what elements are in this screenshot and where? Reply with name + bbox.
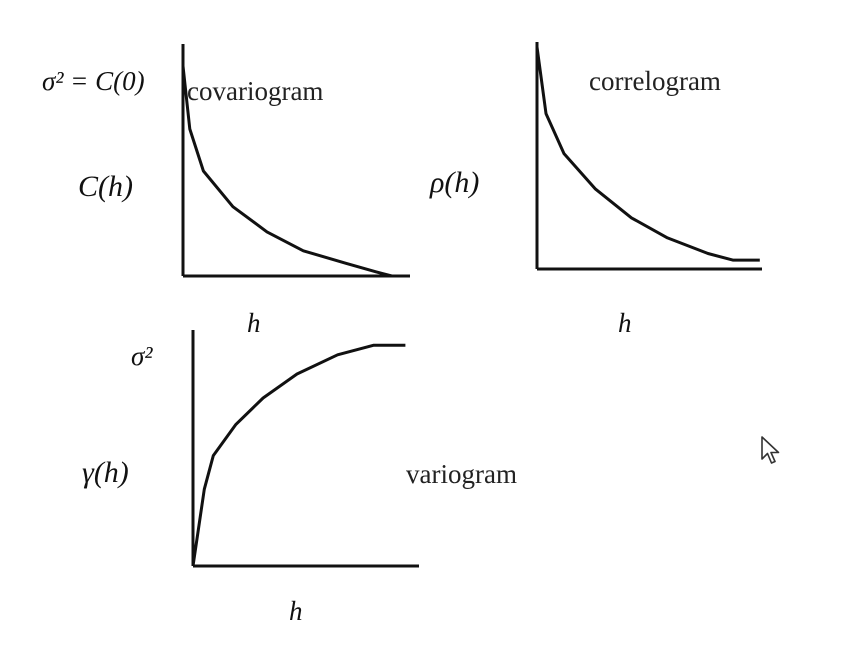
variogram-x-label: h	[289, 596, 303, 626]
variogram-plot	[191, 330, 419, 568]
covariogram-title: covariogram	[187, 76, 324, 106]
variogram-y-label: γ(h)	[82, 456, 129, 489]
covariogram-sill-label: σ² = C(0)	[42, 66, 145, 96]
variogram-title: variogram	[406, 459, 517, 489]
covariogram-y-label: C(h)	[78, 170, 133, 203]
correlogram-x-label: h	[618, 308, 632, 338]
variogram-curve	[191, 343, 406, 567]
covariogram-plot	[181, 44, 410, 278]
correlogram-y-label: ρ(h)	[430, 166, 480, 199]
arrow-cursor-icon	[761, 436, 780, 464]
covariogram-curve	[181, 65, 393, 278]
correlogram-plot	[535, 42, 762, 271]
correlogram-curve	[535, 46, 760, 262]
variogram-sill-label: σ²	[131, 341, 153, 371]
correlogram-title: correlogram	[589, 66, 721, 96]
covariogram-x-label: h	[247, 308, 261, 338]
